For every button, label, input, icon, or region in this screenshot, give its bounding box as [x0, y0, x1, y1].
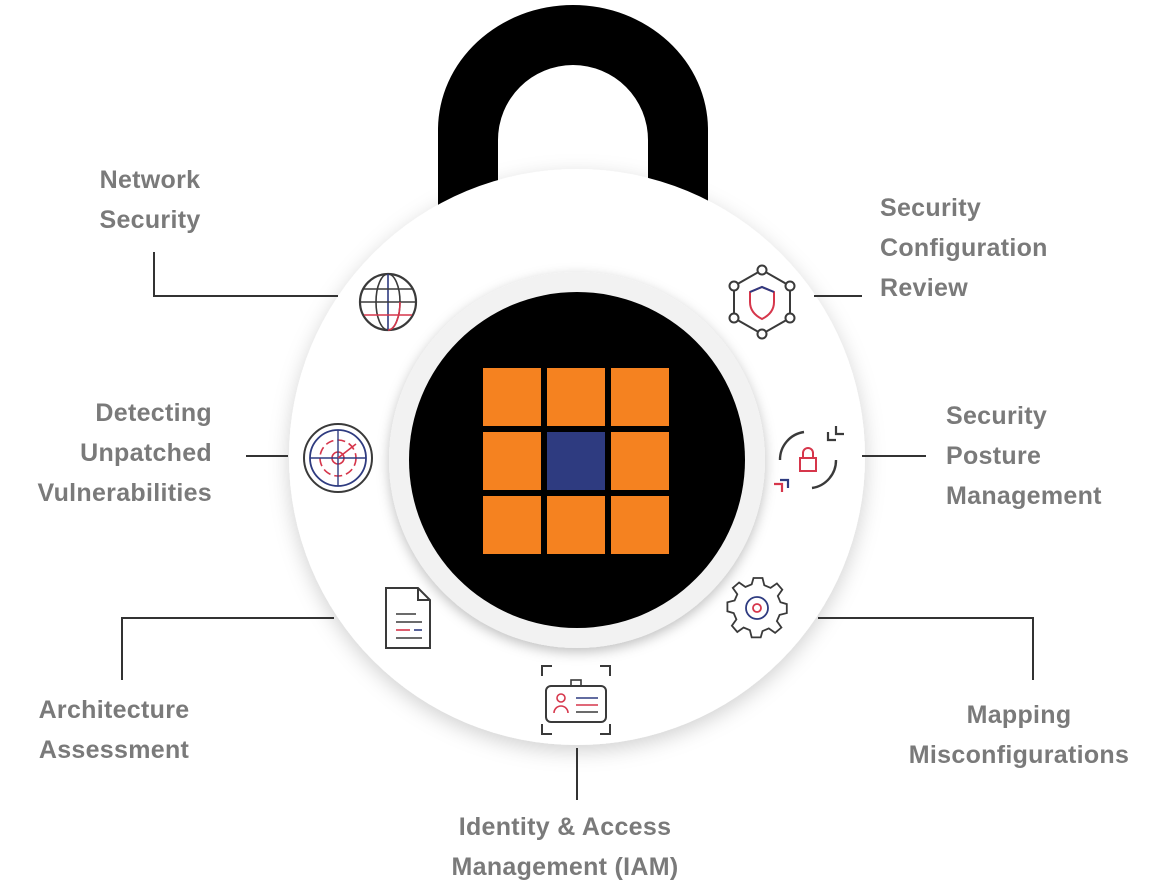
label-line: Security [99, 206, 201, 234]
label-network-security: Network Security [60, 160, 240, 240]
label-line: Detecting [95, 399, 212, 427]
shield-hexagon-icon [728, 264, 796, 340]
lock-shackle [438, 5, 708, 210]
label-mapping-misconfigurations: Mapping Misconfigurations [888, 695, 1150, 775]
label-security-configuration-review: Security Configuration Review [880, 188, 1048, 308]
label-line: Architecture [38, 696, 190, 724]
label-line: Management [946, 482, 1102, 510]
label-line: Assessment [38, 736, 190, 764]
label-line: Vulnerabilities [37, 479, 212, 507]
label-line: Posture [946, 442, 1042, 470]
connector-mapping-misconfigurations [818, 617, 1034, 680]
label-architecture-assessment: Architecture Assessment [14, 690, 214, 770]
label-line: Review [880, 274, 968, 302]
grid-logo [483, 368, 669, 554]
globe-icon [358, 272, 418, 332]
grid-cell [483, 432, 541, 490]
connector-lines [121, 252, 1034, 800]
grid-cell [611, 496, 669, 554]
connector-network-security [153, 252, 338, 297]
grid-cell-center [547, 432, 605, 490]
grid-cell [611, 432, 669, 490]
label-line: Unpatched [80, 439, 212, 467]
grid-cell [547, 368, 605, 426]
label-detecting-unpatched-vulnerabilities: Detecting Unpatched Vulnerabilities [0, 393, 212, 513]
grid-cell [547, 496, 605, 554]
connector-architecture-assessment [121, 617, 334, 680]
grid-cell [483, 368, 541, 426]
label-line: Security [880, 194, 982, 222]
label-line: Misconfigurations [908, 741, 1130, 769]
label-line: Configuration [880, 234, 1048, 262]
label-identity-access-management: Identity & Access Management (IAM) [400, 807, 730, 887]
label-line: Network [99, 166, 201, 194]
gear-icon [726, 577, 788, 639]
grid-cell [611, 368, 669, 426]
radar-icon [303, 423, 373, 493]
document-icon [385, 587, 431, 649]
label-security-posture-management: Security Posture Management [946, 396, 1102, 516]
label-line: Management (IAM) [451, 853, 679, 881]
label-line: Mapping [966, 701, 1072, 729]
label-line: Security [946, 402, 1048, 430]
grid-cell [483, 496, 541, 554]
id-card-icon [541, 665, 611, 735]
padlock-arrows-icon [774, 426, 844, 492]
label-line: Identity & Access [458, 813, 672, 841]
